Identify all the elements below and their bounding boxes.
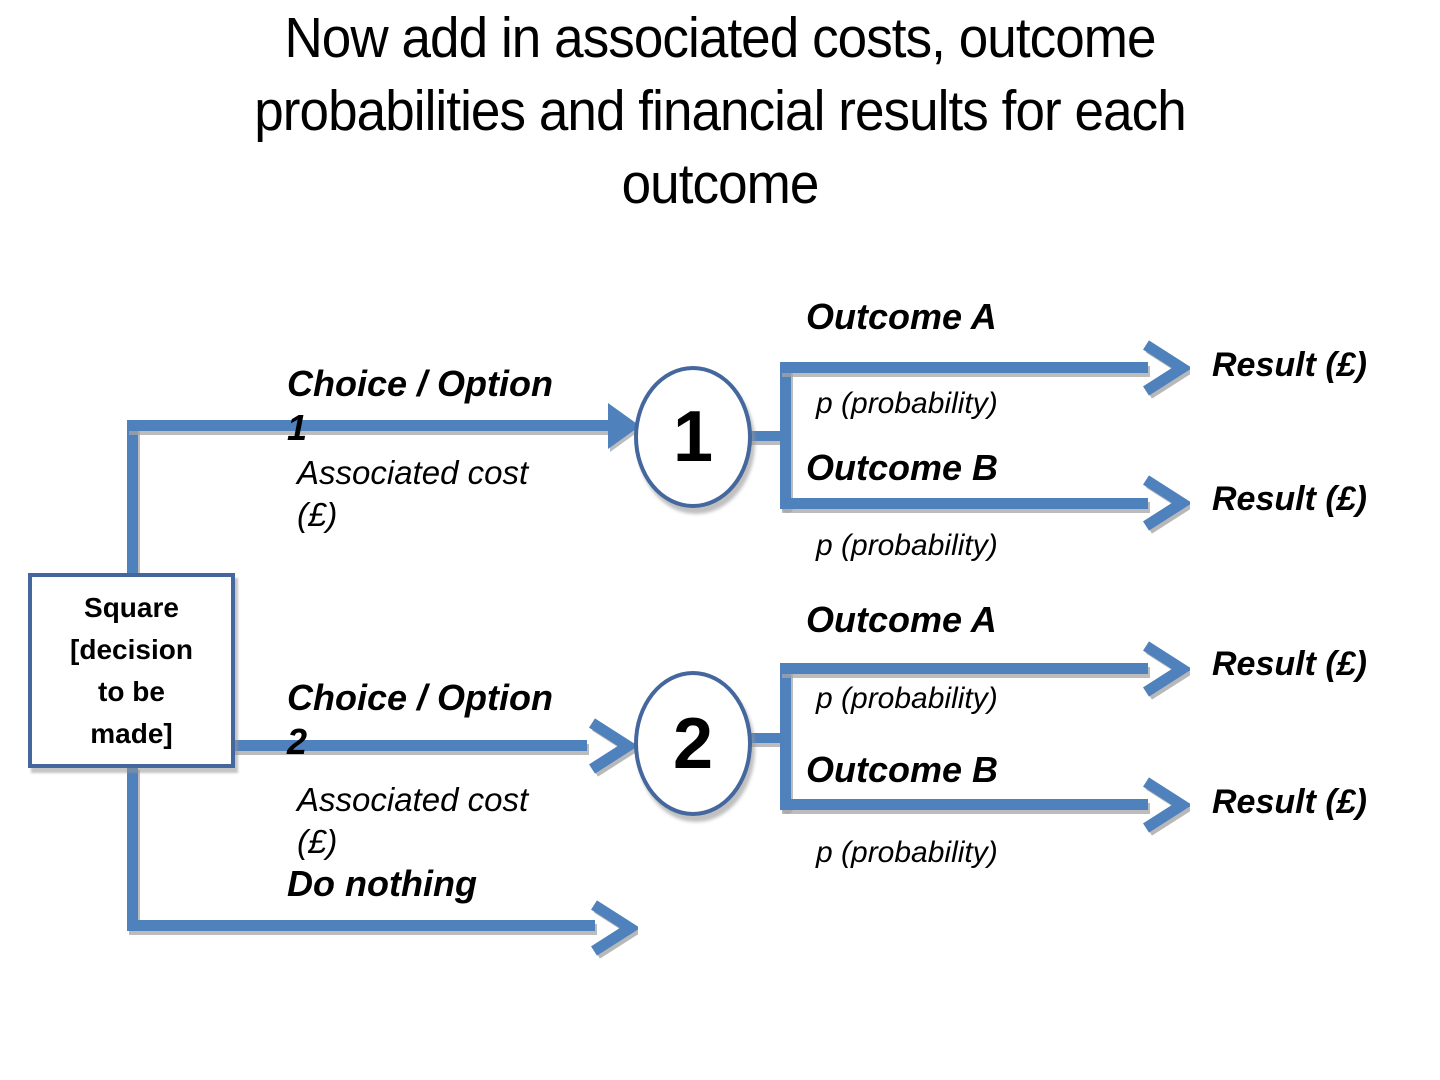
- slide-title-line: probabilities and financial results for …: [254, 79, 1186, 143]
- arrowhead-chevron-icon: [1143, 340, 1190, 399]
- slide-title: Now add in associated costs, outcome pro…: [50, 2, 1389, 221]
- arrowhead-chevron-icon: [1143, 641, 1190, 700]
- slide-title-line: outcome: [621, 152, 820, 216]
- connector-decision-to-donothing: [127, 766, 138, 926]
- arrowhead-chevron-icon: [589, 718, 636, 777]
- connector-node2-split: [780, 663, 791, 810]
- probability-a1-label: p (probability): [816, 387, 998, 420]
- connector-option1-line: [127, 420, 609, 431]
- branch-outcome-b2-line: [780, 799, 1148, 810]
- arrowhead-chevron-icon: [1143, 777, 1190, 836]
- result-b2-label: Result (£): [1212, 783, 1367, 821]
- connector-donothing-line: [127, 920, 595, 931]
- chance-node-1: 1: [634, 366, 752, 508]
- branch-outcome-b1-line: [780, 498, 1148, 509]
- outcome-b2-label: Outcome B: [806, 749, 999, 790]
- result-a1-label: Result (£): [1212, 346, 1367, 384]
- chance-node-1-label: 1: [672, 397, 714, 477]
- arrowhead-chevron-icon: [1143, 475, 1190, 534]
- option2-label: Choice / Option 2: [287, 677, 553, 762]
- connector-node1-stub: [747, 431, 785, 441]
- connector-node1-split: [780, 362, 791, 509]
- branch-outcome-a1-line: [780, 362, 1148, 373]
- arrowhead-chevron-icon: [591, 900, 638, 959]
- option1-label: Choice / Option 1: [287, 363, 553, 448]
- result-b1-label: Result (£): [1212, 480, 1367, 518]
- chance-node-2: 2: [634, 671, 752, 816]
- outcome-a2-label: Outcome A: [806, 599, 997, 640]
- probability-b1-label: p (probability): [816, 529, 998, 562]
- option2-cost-label: Associated cost (£): [297, 781, 529, 860]
- branch-outcome-a2-line: [780, 663, 1148, 674]
- connector-option2-line: [231, 740, 587, 751]
- connector-node2-stub: [747, 733, 785, 743]
- probability-b2-label: p (probability): [816, 836, 998, 869]
- chance-node-2-label: 2: [672, 703, 714, 784]
- do-nothing-label: Do nothing: [287, 863, 477, 904]
- probability-a2-label: p (probability): [816, 682, 998, 715]
- decision-node-square: Square [decision to be made]: [28, 573, 235, 768]
- result-a2-label: Result (£): [1212, 645, 1367, 683]
- option1-cost-label: Associated cost (£): [297, 454, 529, 533]
- outcome-a1-label: Outcome A: [806, 296, 997, 337]
- slide-title-line: Now add in associated costs, outcome: [284, 6, 1156, 70]
- outcome-b1-label: Outcome B: [806, 447, 999, 488]
- decision-node-label: Square [decision to be made]: [70, 591, 193, 749]
- connector-decision-to-option1: [127, 420, 138, 578]
